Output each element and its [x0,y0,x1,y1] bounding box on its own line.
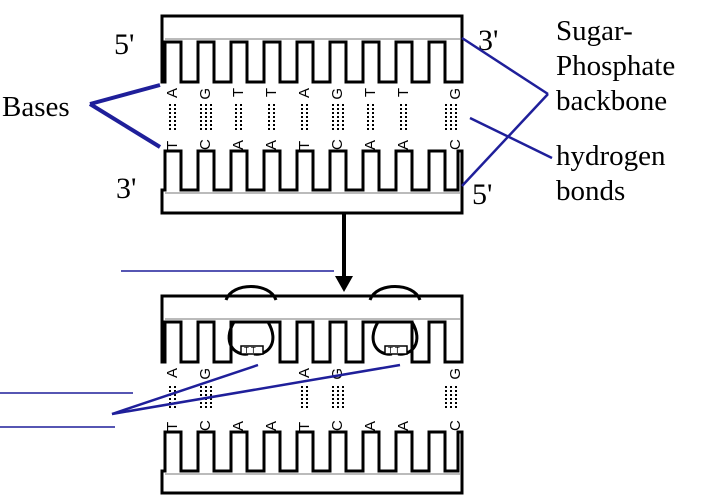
leader-bases-to-bottom [88,102,162,149]
label-3-prime-bottom-left: 3' [116,172,136,205]
base-letter: T [296,422,313,431]
base-letter: T [230,88,247,97]
thymine-dimer-2 [368,285,422,356]
base-letter: A [230,140,247,150]
leader-bases-to-top [89,83,161,106]
bottom-backbone-upper [160,294,464,364]
base-letter: A [263,421,280,431]
base-letter: C [197,139,214,150]
label-backbone-line1: Sugar- [556,15,633,47]
answer-blanks [0,270,334,428]
base-letter: C [197,420,214,431]
bottom-complement-bases: T C A A T C A A C [164,420,464,431]
base-letter: G [329,88,346,100]
top-complement-bases: T C A A T C A A C [164,139,464,150]
bottom-hydrogen-bonds [169,386,457,410]
base-letter: A [263,140,280,150]
leader-hbonds [469,116,553,160]
label-hbonds-line2: bonds [556,175,625,207]
base-letter: G [447,88,464,100]
base-letter: T [164,141,181,150]
base-letter: G [447,368,464,380]
base-letter: A [164,368,181,378]
label-5-prime-top-left: 5' [114,28,134,61]
leader-lines [88,36,553,187]
leader-backbone-to-bottom [461,93,549,187]
dimer-pair-1: T T [244,346,256,355]
base-letter: A [395,140,412,150]
base-letter: A [164,88,181,98]
label-3-prime-top-right: 3' [478,24,498,57]
label-5-prime-bottom-right: 5' [472,178,492,211]
bottom-top-strand-bases: A G A G G [164,368,464,380]
base-letter: T [296,141,313,150]
base-letter: C [447,139,464,150]
top-backbone-upper [160,14,464,84]
base-letter: G [329,368,346,380]
base-letter: C [329,139,346,150]
label-bases: Bases [2,91,70,123]
thymine-dimer-1 [224,285,278,356]
leader-dimer-2 [111,363,401,416]
base-letter: A [296,368,313,378]
base-letter: A [230,421,247,431]
dimer-pair-2: T T [388,346,400,355]
leader-backbone-to-top [461,36,549,96]
base-letter: T [395,88,412,97]
label-backbone-line3: backbone [556,85,667,117]
top-backbone-lower [160,149,464,215]
base-letter: A [362,140,379,150]
base-letter: T [263,88,280,97]
transition-arrow [335,213,353,292]
leader-dimer-1 [111,363,259,416]
base-letter: G [197,368,214,380]
base-letter: G [197,88,214,100]
base-letter: C [329,420,346,431]
bottom-dna-molecule: T T T T A G A G G T C A A T C A A C [160,285,464,495]
base-letter: C [447,420,464,431]
base-letter: A [362,421,379,431]
top-hydrogen-bonds [169,104,457,130]
base-letter: A [296,88,313,98]
top-dna-molecule: A G T T A G T T G T C A A T C A A C [114,14,498,215]
dimer-leader-lines [111,363,401,416]
top-strand-bases: A G T T A G T T G [164,88,464,100]
base-letter: T [164,422,181,431]
label-backbone-line2: Phosphate [556,50,675,82]
bottom-backbone-lower [160,430,464,495]
label-hbonds-line1: hydrogen [556,140,666,172]
base-letter: A [395,421,412,431]
base-letter: T [362,88,379,97]
